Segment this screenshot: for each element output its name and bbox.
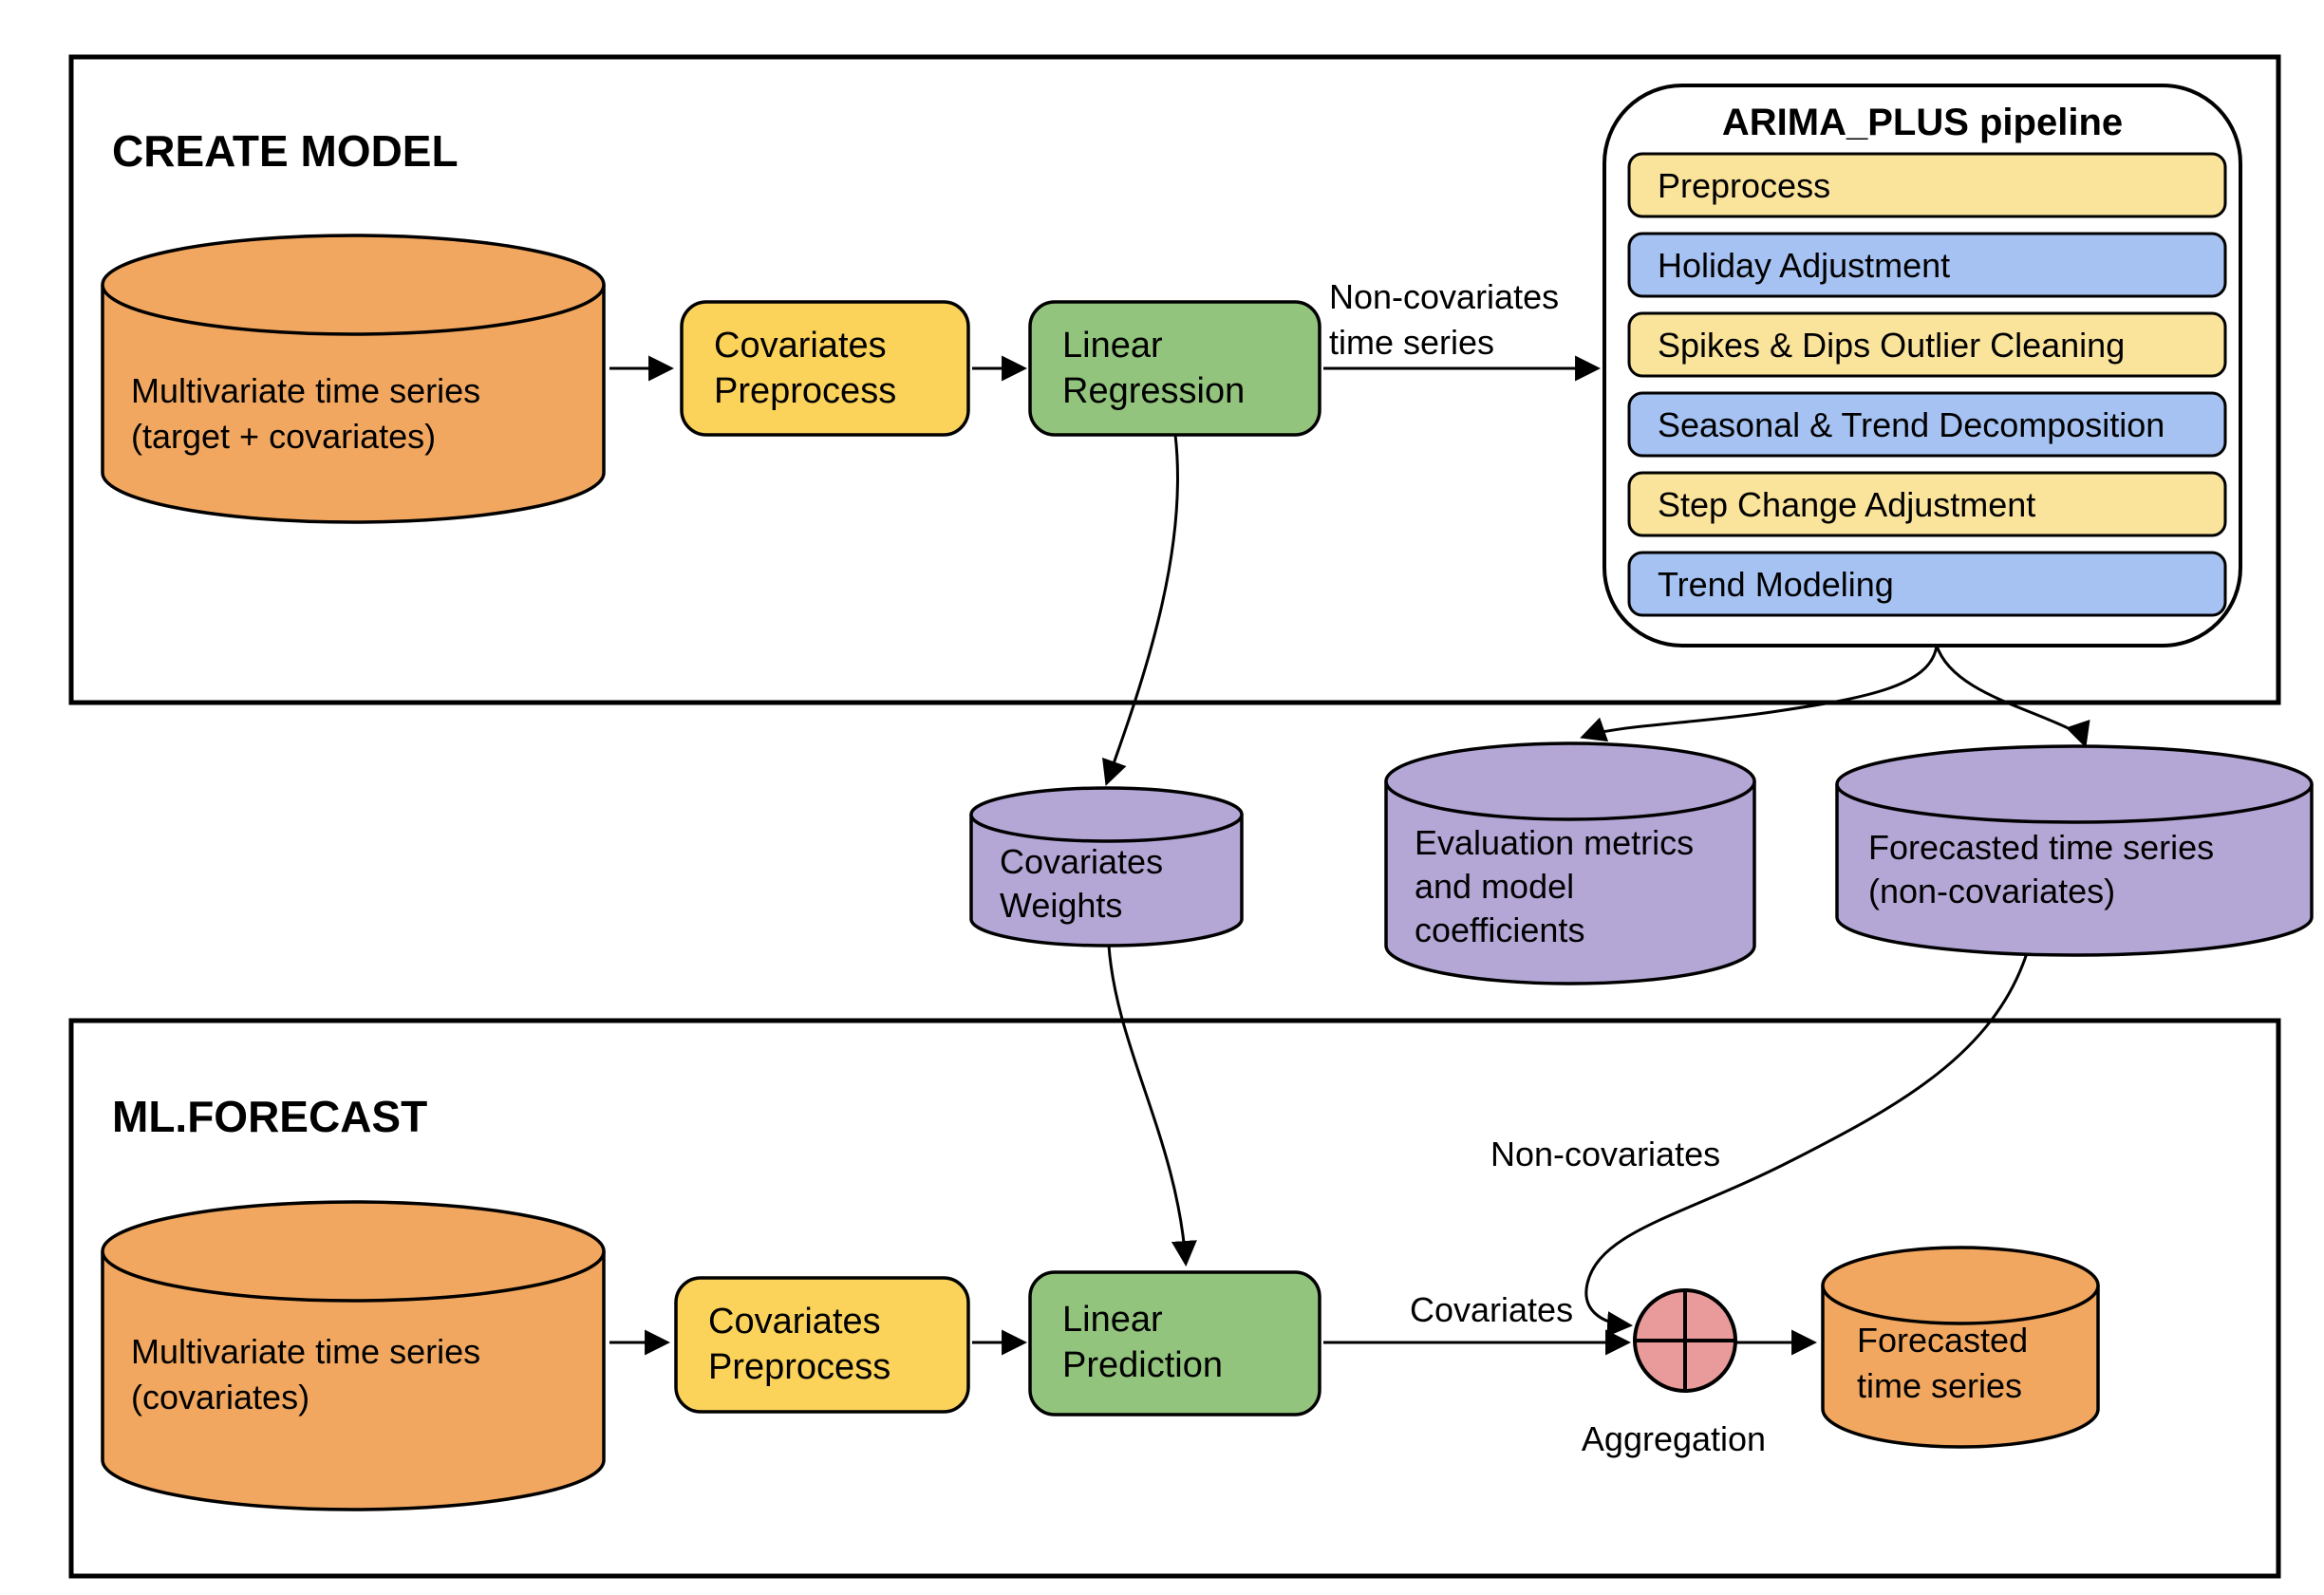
- covariates-preprocess-line1: Covariates: [714, 326, 887, 366]
- linear-prediction-line1: Linear: [1062, 1300, 1163, 1340]
- input-db-label-line2: (target + covariates): [131, 417, 436, 456]
- cylinder-body: [1821, 1285, 2100, 1449]
- process-box: [1028, 1270, 1321, 1417]
- arrow-pipeline-to-forecast-noncov: [1935, 645, 2090, 748]
- process-box: [674, 1276, 970, 1414]
- arrow-pipeline-to-evaluation: [1580, 645, 1939, 742]
- cylinder-top: [1835, 744, 2314, 824]
- forecast-output-line2: time series: [1857, 1366, 2022, 1405]
- forecasted-non-cov-line1: Forecasted time series: [1868, 828, 2214, 867]
- pipeline-step-seasonal-trend: Seasonal & Trend Decomposition: [1627, 391, 2227, 458]
- covariates-preprocess2-line1: Covariates: [708, 1302, 881, 1342]
- linear-prediction-box: Linear Prediction: [1028, 1270, 1321, 1417]
- pipeline-step-preprocess: Preprocess: [1627, 152, 2227, 218]
- forecast-input-line2: (covariates): [131, 1378, 309, 1417]
- arrow-noncov-to-aggregation: [1584, 952, 2029, 1338]
- arrow-regression-to-weights: [1102, 434, 1179, 786]
- pipeline-step-label: Holiday Adjustment: [1658, 246, 1950, 285]
- non-covariates-arrow-label: Non-covariates: [1490, 1135, 1720, 1173]
- covariates-weights-line2: Weights: [1000, 886, 1122, 925]
- covariates-weights-cylinder: Covariates Weights: [969, 786, 1244, 948]
- forecast-input-line1: Multivariate time series: [131, 1332, 480, 1371]
- evaluation-metrics-line1: Evaluation metrics: [1415, 823, 1694, 862]
- evaluation-metrics-line3: coefficients: [1415, 910, 1584, 949]
- evaluation-metrics-cylinder: Evaluation metrics and model coefficient…: [1384, 741, 1756, 985]
- cylinder-body: [1835, 784, 2314, 957]
- forecasted-time-series-cylinder: Forecasted time series: [1821, 1246, 2100, 1449]
- pipeline-step-step-change: Step Change Adjustment: [1627, 471, 2227, 537]
- cylinder-top: [101, 1200, 606, 1303]
- pipeline-step-label: Seasonal & Trend Decomposition: [1658, 405, 2165, 444]
- cylinder-top: [969, 786, 1244, 843]
- pipeline-step-spikes-dips: Spikes & Dips Outlier Cleaning: [1627, 311, 2227, 378]
- cylinder-body: [101, 1251, 606, 1511]
- covariates-preprocess-box-2: Covariates Preprocess: [674, 1276, 970, 1414]
- multivariate-covariates-cylinder: Multivariate time series (covariates): [101, 1200, 606, 1511]
- covariates-weights-line1: Covariates: [1000, 842, 1163, 881]
- create-model-frame: [68, 54, 2281, 705]
- pipeline-step-holiday-adjustment: Holiday Adjustment: [1627, 232, 2227, 298]
- aggregation-label: Aggregation: [1582, 1419, 1766, 1458]
- create-model-title: CREATE MODEL: [112, 126, 459, 176]
- cylinder-top: [1821, 1246, 2100, 1325]
- forecasted-non-cov-line2: (non-covariates): [1868, 872, 2115, 910]
- covariates-preprocess-line2: Preprocess: [714, 371, 896, 411]
- pipeline-step-label: Spikes & Dips Outlier Cleaning: [1658, 326, 2125, 365]
- connectors: [609, 355, 2090, 1356]
- pipeline-step-label: Trend Modeling: [1658, 565, 1894, 604]
- ml-forecast-section: ML.FORECAST: [68, 1018, 2281, 1579]
- arima-plus-pipeline: ARIMA_PLUS pipeline Preprocess Holiday A…: [1602, 84, 2242, 647]
- pipeline-step-label: Preprocess: [1658, 166, 1830, 205]
- arrow-weights-to-prediction: [1107, 945, 1197, 1267]
- covariates-arrow-label: Covariates: [1410, 1290, 1573, 1329]
- forecast-output-line1: Forecasted: [1857, 1321, 2028, 1360]
- pipeline-title: ARIMA_PLUS pipeline: [1722, 102, 2123, 143]
- ml-forecast-frame: [68, 1018, 2281, 1579]
- linear-regression-line1: Linear: [1062, 326, 1163, 366]
- pipeline-step-trend-modeling: Trend Modeling: [1627, 551, 2227, 617]
- linear-regression-box: Linear Regression: [1028, 300, 1321, 437]
- process-box: [680, 300, 970, 437]
- pipeline-step-label: Step Change Adjustment: [1658, 485, 2035, 524]
- ml-forecast-title: ML.FORECAST: [112, 1092, 427, 1141]
- process-box: [1028, 300, 1321, 437]
- cylinder-body: [101, 285, 606, 524]
- non-covariates-ts-label-line1: Non-covariates: [1329, 277, 1559, 316]
- aggregation-node: [1633, 1288, 1737, 1393]
- create-model-section: CREATE MODEL: [68, 54, 2281, 705]
- cylinder-top: [101, 234, 606, 336]
- cylinder-top: [1384, 741, 1756, 821]
- input-db-label-line1: Multivariate time series: [131, 371, 480, 410]
- linear-regression-line2: Regression: [1062, 371, 1245, 411]
- linear-prediction-line2: Prediction: [1062, 1345, 1223, 1385]
- covariates-preprocess2-line2: Preprocess: [708, 1347, 890, 1387]
- evaluation-metrics-line2: and model: [1415, 867, 1574, 906]
- non-covariates-ts-label-line2: time series: [1329, 323, 1494, 362]
- cylinder-body: [969, 815, 1244, 948]
- multivariate-target-covariates-cylinder: Multivariate time series (target + covar…: [101, 234, 606, 524]
- forecasted-non-covariates-cylinder: Forecasted time series (non-covariates): [1835, 744, 2314, 957]
- covariates-preprocess-box: Covariates Preprocess: [680, 300, 970, 437]
- cylinder-body: [1384, 781, 1756, 985]
